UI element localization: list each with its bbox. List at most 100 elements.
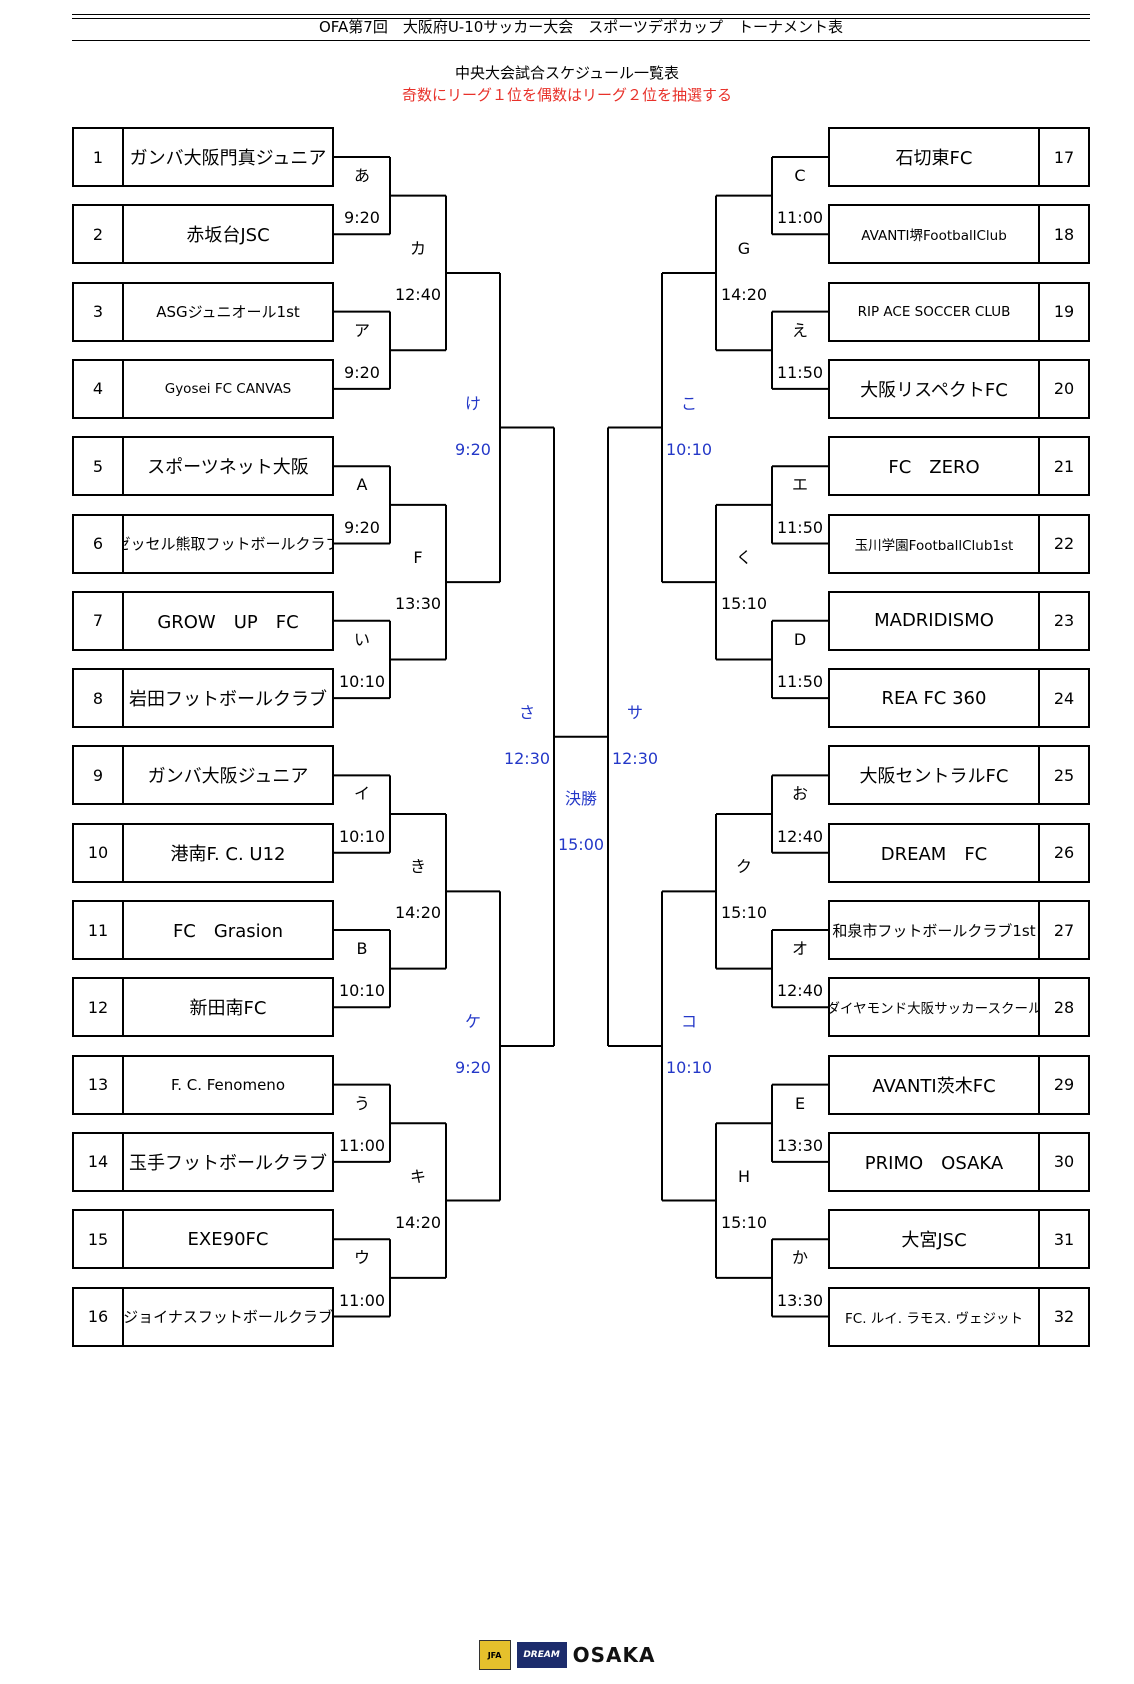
match-time: 11:50: [776, 517, 824, 537]
team-entry-25: 大阪セントラルFC 25: [828, 745, 1090, 806]
seed-number: 8: [74, 670, 124, 727]
match-label: え: [791, 320, 808, 340]
seed-number: 25: [1038, 747, 1088, 804]
team-entry-24: REA FC 360 24: [828, 668, 1090, 729]
osaka-fa-logo: OSAKA: [572, 1643, 656, 1667]
match-label: こ: [680, 393, 697, 413]
team-name: 石切東FC: [895, 148, 973, 169]
match-label: く: [735, 548, 752, 568]
match-time: 10:10: [338, 826, 386, 846]
team-entry-22: 玉川学園FootballClub1st 22: [828, 513, 1090, 574]
final-time: 15:00: [557, 834, 605, 854]
team-name: 玉川学園FootballClub1st: [854, 537, 1014, 554]
team-name: スポーツネット大阪: [147, 457, 309, 479]
team-entry-17: 石切東FC 17: [828, 127, 1090, 187]
match-label: う: [353, 1093, 370, 1113]
seed-number: 24: [1038, 670, 1088, 727]
seed-number: 1: [74, 129, 124, 185]
team-entry-30: PRIMO OSAKA 30: [828, 1131, 1090, 1192]
match-time: 9:20: [344, 362, 380, 382]
match-time: 9:20: [455, 1057, 491, 1077]
match-time: 9:20: [344, 208, 380, 228]
seed-number: 2: [74, 206, 124, 263]
team-name: 大阪セントラルFC: [859, 766, 1009, 788]
seed-number: 12: [74, 979, 124, 1036]
team-name: REA FC 360: [881, 687, 987, 709]
header-rule-bottom: [72, 40, 1090, 41]
match-time: 11:00: [338, 1290, 386, 1310]
match-label: ウ: [353, 1248, 370, 1268]
match-time: 13:30: [776, 1290, 824, 1310]
match-label: け: [464, 393, 481, 413]
match-time: 13:30: [776, 1135, 824, 1155]
match-time: 12:40: [776, 981, 824, 1001]
team-name: ダイヤモンド大阪サッカースクール: [830, 1001, 1038, 1018]
team-name: AVANTI茨木FC: [872, 1075, 996, 1097]
seed-number: 17: [1038, 129, 1088, 185]
team-name: 港南F. C. U12: [170, 843, 286, 865]
match-time: 10:10: [338, 672, 386, 692]
jfa-logo: JFA: [478, 1640, 511, 1670]
draw-note: 奇数にリーグ１位を偶数はリーグ２位を抽選する: [401, 86, 732, 104]
team-name: 玉手フットボールクラブ: [129, 1152, 327, 1174]
match-label: エ: [791, 475, 808, 495]
seed-number: 16: [74, 1288, 124, 1345]
seed-number: 7: [74, 592, 124, 649]
seed-number: 31: [1038, 1211, 1088, 1268]
team-name: 新田南FC: [189, 998, 267, 1020]
seed-number: 27: [1038, 902, 1088, 958]
match-label: E: [794, 1093, 806, 1113]
match-label: H: [737, 1166, 751, 1186]
match-label: F: [413, 548, 423, 568]
match-time: 13:30: [394, 594, 442, 614]
match-time: 12:40: [776, 826, 824, 846]
team-name: ASGジュニオール1st: [156, 303, 300, 322]
team-name: ジョイナスフットボールクラブ: [124, 1308, 332, 1326]
match-time: 15:10: [720, 594, 768, 614]
match-label: イ: [353, 784, 370, 804]
match-label: あ: [353, 166, 370, 185]
match-label: C: [794, 166, 806, 185]
final-label: 決勝: [564, 788, 597, 808]
match-label: B: [356, 939, 368, 958]
match-label: い: [353, 629, 370, 649]
team-name: RIP ACE SOCCER CLUB: [857, 303, 1011, 320]
match-time: 10:10: [665, 439, 713, 459]
match-label: G: [737, 238, 751, 258]
team-name: GROW UP FC: [157, 611, 299, 633]
seed-number: 3: [74, 283, 124, 340]
team-name: AVANTI堺FootballClub: [861, 228, 1007, 245]
team-name: 和泉市フットボールクラブ1st: [832, 921, 1036, 940]
match-time: 10:10: [665, 1057, 713, 1077]
match-label: か: [791, 1248, 808, 1268]
team-name: 大阪リスペクトFC: [860, 379, 1008, 401]
semifinal-label: サ: [626, 702, 643, 722]
match-time: 15:10: [720, 903, 768, 923]
seed-number: 10: [74, 824, 124, 881]
match-label: ア: [353, 320, 370, 340]
match-time: 14:20: [394, 903, 442, 923]
match-label: オ: [791, 939, 808, 958]
match-time: 15:10: [720, 1212, 768, 1232]
match-time: 11:00: [338, 1135, 386, 1155]
seed-number: 22: [1038, 515, 1088, 572]
match-label: D: [793, 629, 807, 649]
seed-number: 20: [1038, 360, 1088, 417]
seed-number: 30: [1038, 1133, 1088, 1190]
team-name: ゼッセル熊取フットボールクラブ: [124, 535, 332, 553]
match-label: き: [409, 857, 426, 877]
team-name: 大宮JSC: [901, 1230, 967, 1252]
team-name: MADRIDISMO: [874, 610, 994, 632]
team-name: PRIMO OSAKA: [864, 1152, 1004, 1174]
match-time: 9:20: [344, 517, 380, 537]
